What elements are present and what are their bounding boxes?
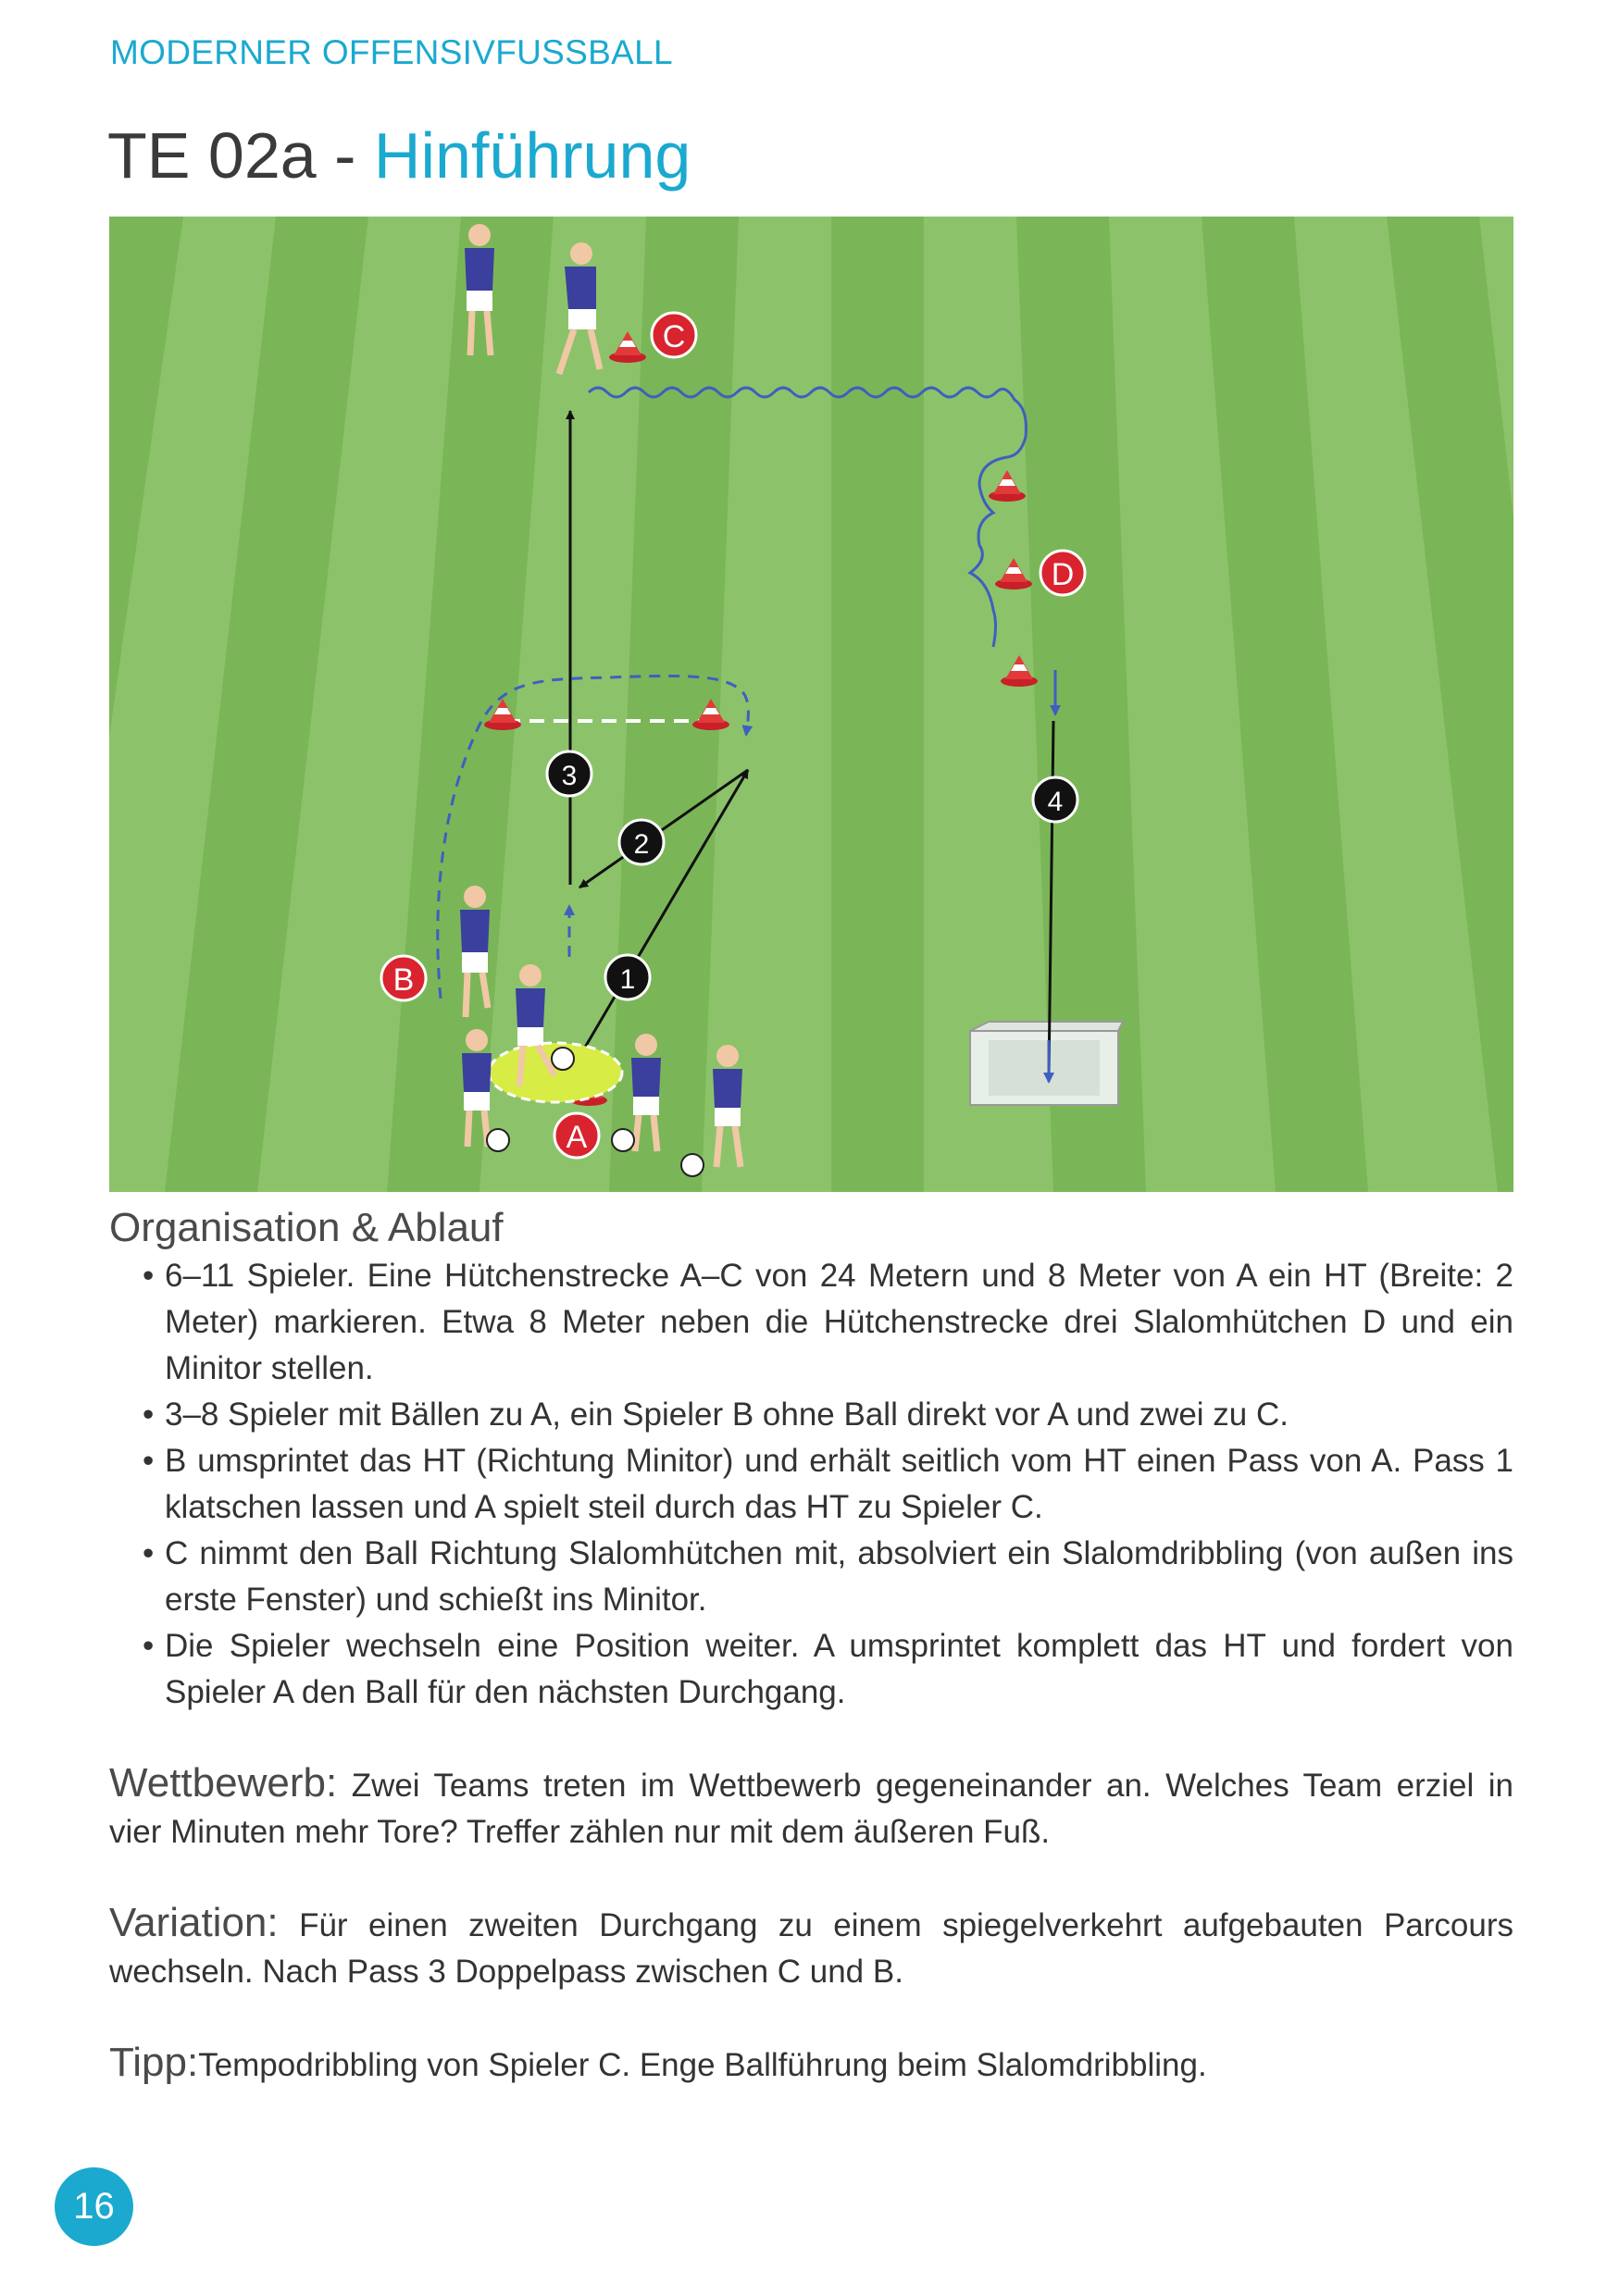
running-header: MODERNER OFFENSIVFUSSBALL [110,33,673,71]
drill-diagram: A B C D 1 2 3 4 [109,217,1513,1192]
svg-text:B: B [393,962,415,998]
svg-text:A: A [567,1120,588,1155]
list-item: B umsprintet das HT (Richtung Minitor) u… [143,1438,1513,1531]
pitch-stripes [109,217,1513,1192]
list-item: 3–8 Spieler mit Bällen zu A, ein Spieler… [143,1392,1513,1438]
svg-text:4: 4 [1048,787,1064,817]
organisation-list: 6–11 Spieler. Eine Hütchenstrecke A–C vo… [109,1253,1513,1716]
station-label-b: B [380,954,428,1002]
pass-number-1: 1 [604,953,652,1001]
station-label-a: A [553,1111,601,1160]
svg-text:1: 1 [620,964,636,995]
page-number: 16 [55,2167,133,2246]
pass-number-2: 2 [617,818,666,866]
wettbewerb-paragraph: Wettbewerb: Zwei Teams treten im Wettbew… [109,1760,1513,1855]
wettbewerb-label: Wettbewerb: [109,1760,338,1806]
minitor-goal [969,1021,1125,1106]
variation-label: Variation: [109,1900,279,1945]
list-item: C nimmt den Ball Richtung Slalomhütchen … [143,1531,1513,1623]
variation-paragraph: Variation: Für einen zweiten Durchgang z… [109,1900,1513,1995]
balls [486,1047,704,1177]
station-label-d: D [1039,549,1087,597]
tipp-paragraph: Tipp:Tempodribbling von Spieler C. Enge … [109,2040,1513,2089]
players [460,224,744,1168]
tipp-label: Tipp: [109,2040,199,2085]
run-paths [436,386,1061,1084]
page-title: TE 02a - Hinführung [107,118,691,192]
text-body: Organisation & Ablauf 6–11 Spieler. Eine… [109,1205,1513,2089]
organisation-heading: Organisation & Ablauf [109,1205,504,1250]
station-label-c: C [650,311,698,359]
svg-text:C: C [663,319,686,354]
variation-text: Für einen zweiten Durchgang zu einem spi… [109,1907,1513,1990]
wettbewerb-text: Zwei Teams treten im Wettbewerb gegenein… [109,1768,1513,1850]
svg-text:3: 3 [562,761,578,791]
svg-text:D: D [1052,557,1075,592]
title-accent: Hinführung [373,119,691,192]
pass-number-4: 4 [1031,776,1079,824]
pass-number-3: 3 [545,750,593,798]
list-item: Die Spieler wechseln eine Position weite… [143,1623,1513,1716]
tipp-text: Tempodribbling von Spieler C. Enge Ballf… [198,2047,1207,2083]
svg-text:2: 2 [634,829,650,860]
list-item: 6–11 Spieler. Eine Hütchenstrecke A–C vo… [143,1253,1513,1392]
title-prefix: TE 02a - [107,119,374,192]
